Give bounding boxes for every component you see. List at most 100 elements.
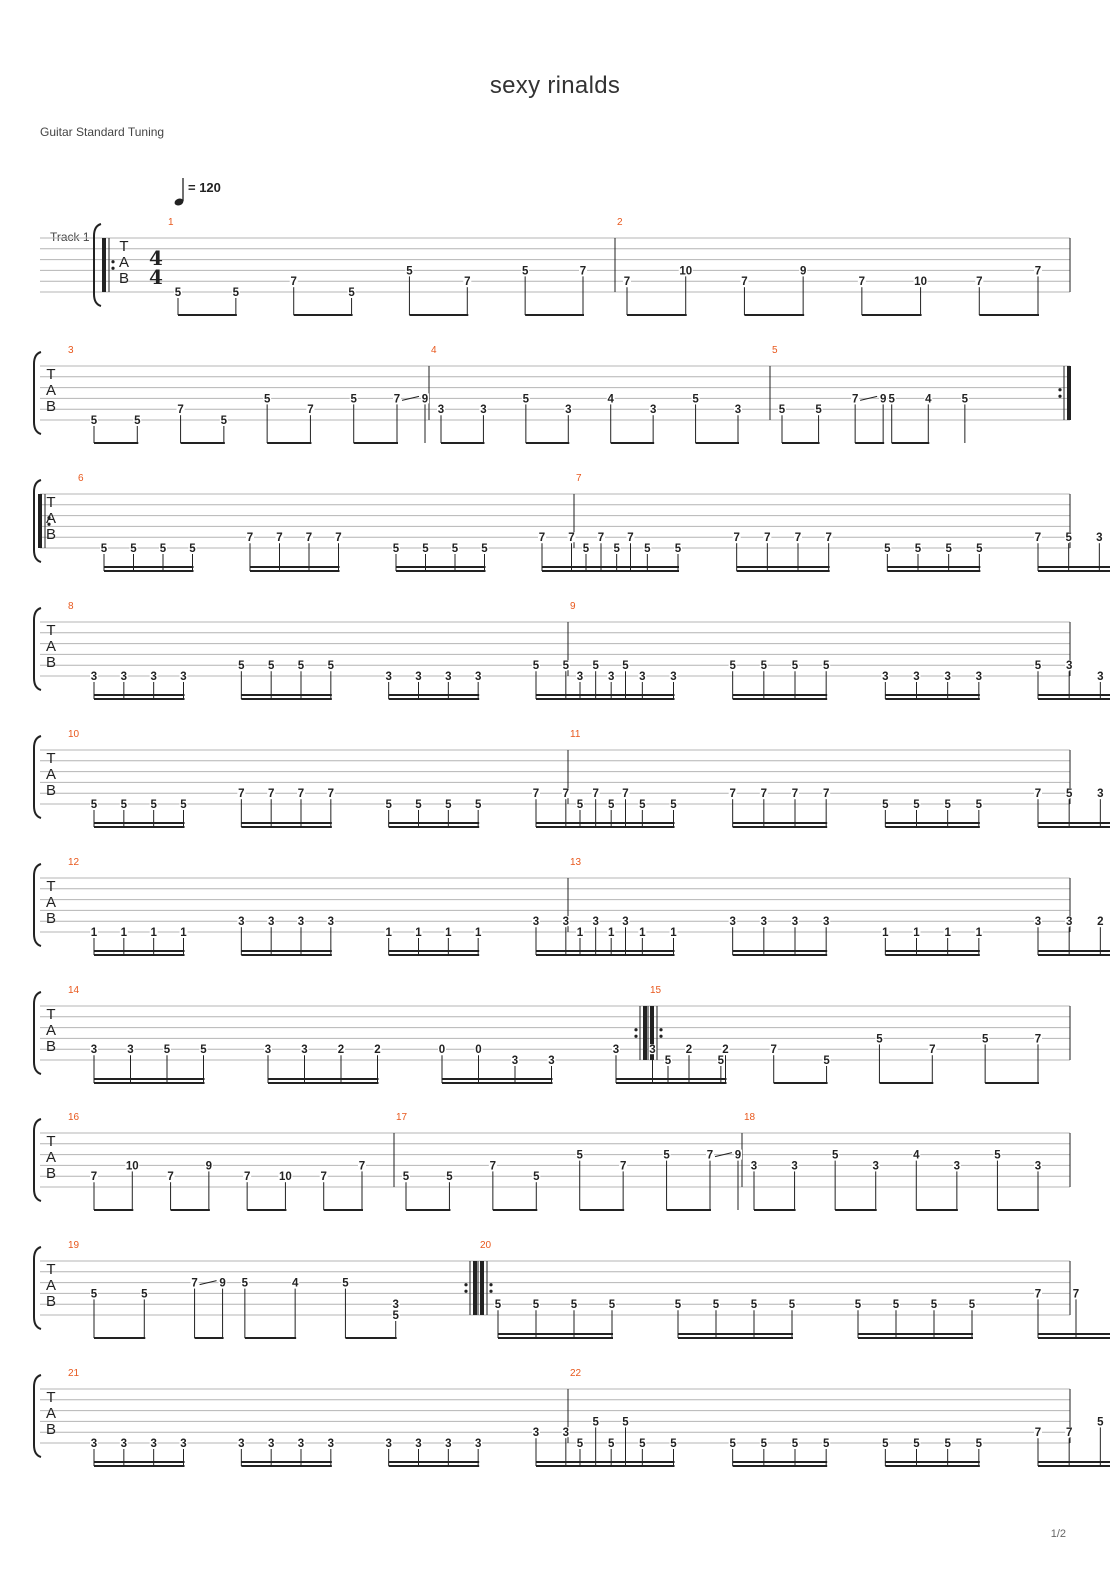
fret-number: 3: [415, 671, 421, 683]
measure-number: 20: [480, 1240, 492, 1251]
fret-number: 1: [91, 927, 98, 939]
fret-number: 5: [713, 1299, 720, 1311]
tab-system: TAB19557954535205555555555557755: [33, 1240, 1110, 1339]
fret-knockout: [914, 543, 922, 553]
fret-knockout: [924, 393, 933, 404]
fret-number: 5: [789, 1299, 796, 1311]
fret-number: 3: [1035, 916, 1041, 928]
fret-number: 5: [644, 543, 651, 555]
fret-knockout: [591, 916, 600, 927]
fret-number: 7: [321, 1171, 327, 1183]
repeat-dot: [634, 1028, 638, 1032]
fret-number: 9: [880, 393, 886, 405]
note-beam: [678, 1337, 793, 1339]
note-beam: [94, 1078, 205, 1080]
fret-number: 5: [351, 393, 358, 405]
fret-number: 7: [976, 276, 982, 288]
fret-knockout: [463, 276, 472, 287]
fret-number: 4: [925, 393, 932, 405]
note-beam: [885, 694, 980, 696]
fret-knockout: [575, 1149, 584, 1160]
fret-number: 7: [771, 1044, 777, 1056]
tab-clef-letter: B: [119, 270, 129, 287]
fret-number: 5: [268, 660, 275, 672]
fret-number: 7: [490, 1160, 496, 1172]
note-beam: [293, 314, 353, 316]
fret-knockout: [263, 393, 272, 404]
fret-knockout: [237, 788, 246, 799]
fret-knockout: [90, 927, 98, 937]
fret-knockout: [166, 1171, 175, 1182]
fret-number: 3: [475, 671, 481, 683]
tab-clef-letter: B: [46, 1421, 56, 1438]
fret-knockout: [664, 1055, 672, 1065]
note-beam: [732, 954, 828, 956]
fret-number: 5: [761, 660, 768, 672]
measure-number: 6: [78, 473, 84, 484]
fret-knockout: [326, 788, 335, 799]
fret-number: 5: [264, 393, 271, 405]
fret-knockout: [297, 1438, 305, 1448]
fret-knockout: [289, 276, 298, 287]
fret-number: 7: [167, 1171, 173, 1183]
repeat-dot: [47, 522, 51, 526]
note-beam: [732, 1465, 828, 1467]
fret-knockout: [1034, 916, 1042, 927]
fret-knockout: [791, 660, 799, 671]
fret-number: 10: [914, 276, 927, 288]
tab-clef-letter: T: [46, 1261, 55, 1278]
fret-knockout: [643, 543, 652, 553]
fret-knockout: [90, 1438, 98, 1448]
measure-number: 2: [617, 217, 623, 228]
fret-knockout: [981, 1033, 990, 1044]
note-beam: [695, 442, 739, 444]
fret-knockout: [341, 1277, 350, 1288]
note-beam: [885, 1465, 980, 1467]
fret-knockout: [597, 532, 605, 543]
fret-knockout: [612, 543, 621, 553]
fret-number: 5: [91, 415, 98, 427]
fret-knockout: [669, 927, 678, 937]
fret-number: 5: [403, 1171, 410, 1183]
fret-number: 7: [620, 1160, 626, 1172]
fret-knockout: [822, 916, 831, 927]
fret-number: 5: [855, 1299, 862, 1311]
note-beam: [250, 570, 340, 572]
fret-knockout: [199, 1044, 208, 1055]
fret-knockout: [532, 916, 540, 927]
fret-number: 5: [121, 799, 128, 811]
fret-knockout: [750, 1299, 758, 1310]
note-beam: [498, 1337, 613, 1339]
note-beam: [104, 570, 194, 572]
fret-knockout: [358, 1160, 366, 1171]
fret-number: 5: [533, 1299, 540, 1311]
fret-knockout: [179, 799, 188, 809]
fret-number: 5: [393, 543, 400, 555]
tab-system: TAB8333355553333555593333555533335333: [33, 601, 1110, 700]
fret-knockout: [188, 543, 197, 553]
fret-number: 5: [130, 543, 137, 555]
note-beam: [580, 826, 675, 828]
fret-knockout: [488, 1160, 497, 1171]
tab-clef-letter: A: [46, 1405, 56, 1422]
fret-number: 5: [913, 799, 920, 811]
tab-clef-letter: T: [46, 1389, 55, 1406]
fret-number: 5: [718, 1055, 725, 1067]
note-beam: [885, 822, 980, 824]
fret-knockout: [769, 1044, 778, 1055]
fret-number: 7: [563, 788, 569, 800]
fret-knockout: [831, 1149, 840, 1160]
measure-number: 3: [68, 345, 74, 356]
fret-knockout: [912, 799, 921, 809]
fret-number: 3: [577, 671, 583, 683]
note-beam: [732, 698, 828, 700]
fret-knockout: [974, 927, 983, 937]
fret-knockout: [674, 1299, 682, 1310]
fret-number: 3: [480, 404, 486, 416]
fret-knockout: [1095, 532, 1104, 543]
song-title: sexy rinalds: [489, 72, 621, 99]
note-beam: [442, 1082, 553, 1084]
